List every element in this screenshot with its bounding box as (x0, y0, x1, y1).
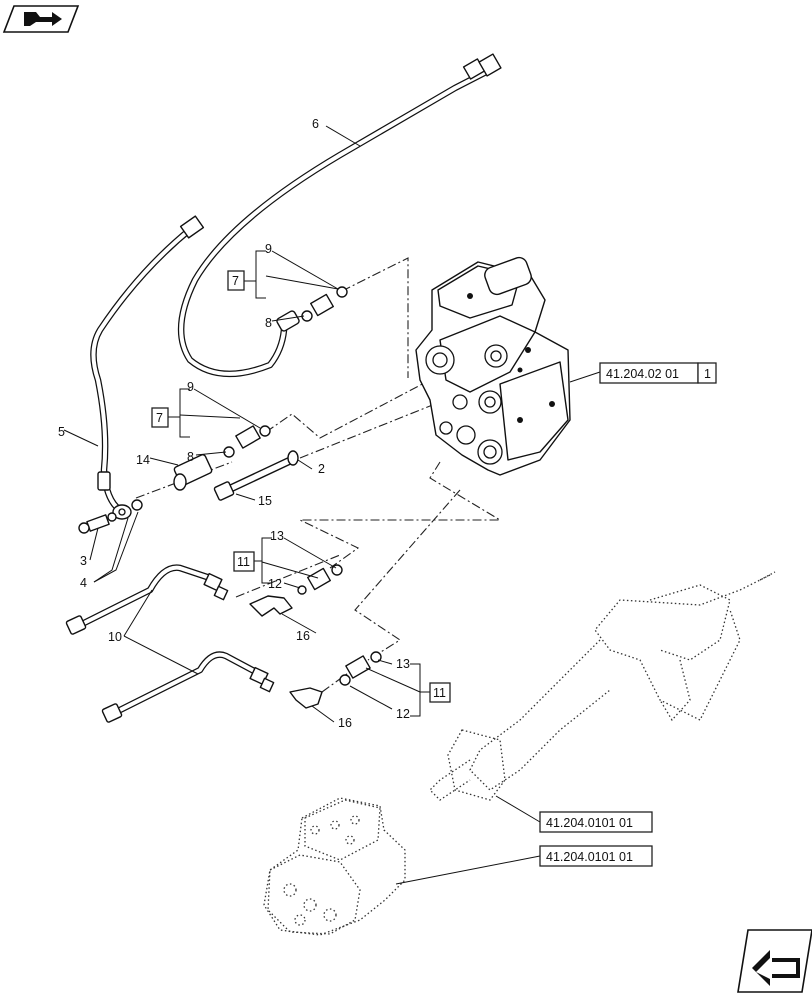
ref-box-7-upper[interactable]: 7 (227, 270, 245, 291)
ref-box-11-lower[interactable]: 11 (429, 682, 451, 703)
callout-labels: 6 9 8 9 8 5 14 2 15 13 12 3 4 10 16 13 1… (58, 117, 410, 730)
callout-9: 9 (187, 380, 194, 394)
ref-code: 41.204.0101 01 (546, 816, 633, 830)
ref-box-label: 7 (156, 411, 163, 425)
bolt-15 (213, 454, 298, 501)
ref-box-11-upper[interactable]: 11 (233, 551, 255, 572)
steering-column (429, 571, 776, 801)
callout-3: 3 (80, 554, 87, 568)
bracket-11-lower (365, 663, 430, 717)
steering-valve-block (415, 256, 571, 476)
callout-14: 14 (136, 453, 150, 467)
callout-15: 15 (258, 494, 272, 508)
ref-box-column[interactable]: 41.204.0101 01 (539, 811, 653, 833)
elbow-16-lower (289, 687, 323, 709)
callout-8: 8 (265, 316, 272, 330)
washer-2 (287, 450, 299, 466)
callout-13: 13 (396, 657, 410, 671)
pipe-5 (90, 215, 205, 520)
ref-box-7-lower[interactable]: 7 (151, 407, 169, 428)
callout-16: 16 (296, 629, 310, 643)
ref-box-label: 11 (237, 555, 250, 569)
adapter-8-upper (301, 286, 348, 322)
ref-box-steering-unit[interactable]: 41.204.0101 01 (539, 845, 653, 867)
callout-5: 5 (58, 425, 65, 439)
callout-6: 6 (312, 117, 319, 131)
elbow-16-upper (249, 595, 293, 617)
pipe-10-upper (65, 564, 229, 635)
callout-9: 9 (265, 242, 272, 256)
ref-box-label: 7 (232, 274, 239, 288)
arrow-left-icon[interactable] (737, 929, 812, 993)
adapter-12-lower (339, 651, 382, 686)
callout-2: 2 (318, 462, 325, 476)
adapter-8-lower (223, 425, 271, 458)
callout-16: 16 (338, 716, 352, 730)
bracket-7-lower (168, 388, 241, 438)
callout-8: 8 (187, 450, 194, 464)
callout-13: 13 (270, 529, 284, 543)
ref-index: 1 (704, 367, 711, 381)
ref-box-valve[interactable]: 41.204.02 01 1 (599, 362, 717, 384)
leader-lines (63, 125, 601, 885)
banjo-bolt-3 (78, 512, 117, 534)
callout-12: 12 (396, 707, 410, 721)
bracket-11-upper (250, 537, 319, 584)
ref-code: 41.204.0101 01 (546, 850, 633, 864)
callout-12: 12 (268, 577, 282, 591)
pipe-10-lower (101, 651, 275, 723)
bracket-7-upper (244, 250, 339, 299)
pipe-6 (177, 53, 502, 378)
ref-code: 41.204.02 01 (606, 367, 679, 381)
callout-4: 4 (80, 576, 87, 590)
coupler-14 (173, 454, 213, 491)
steering-unit (263, 797, 406, 936)
callout-10: 10 (108, 630, 122, 644)
ref-box-label: 11 (433, 686, 446, 700)
arrow-right-icon[interactable] (2, 5, 80, 33)
